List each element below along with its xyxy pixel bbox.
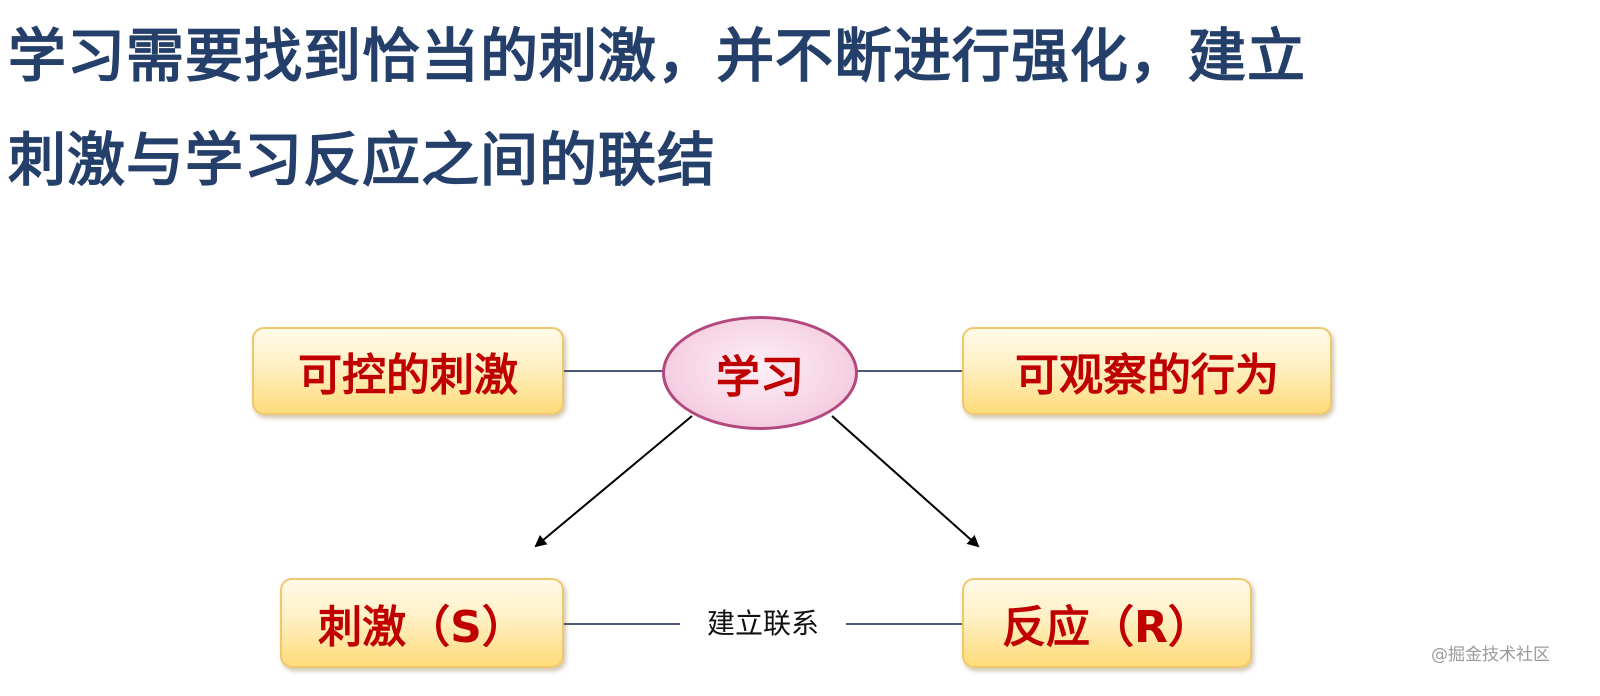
heading-line-2: 刺激与学习反应之间的联结 bbox=[8, 126, 717, 194]
observable-behavior-label: 可观察的行为 bbox=[1015, 350, 1279, 401]
controllable-stimulus-label: 可控的刺激 bbox=[298, 350, 518, 401]
controllable-stimulus-box: 可控的刺激 bbox=[252, 327, 564, 415]
learning-label: 学习 bbox=[716, 352, 804, 403]
arrow-to-stimulus bbox=[534, 415, 693, 548]
arrow-to-response bbox=[831, 415, 980, 548]
watermark: @掘金技术社区 bbox=[1431, 645, 1550, 665]
stimulus-s-label: 刺激（S） bbox=[318, 602, 526, 653]
observable-behavior-box: 可观察的行为 bbox=[962, 327, 1332, 415]
establish-link-label: 建立联系 bbox=[680, 606, 846, 642]
response-r-box: 反应（R） bbox=[962, 578, 1252, 668]
learning-ellipse: 学习 bbox=[662, 316, 858, 430]
stimulus-s-box: 刺激（S） bbox=[280, 578, 564, 668]
slide-heading: 学习需要找到恰当的刺激，并不断进行强化，建立 刺激与学习反应之间的联结 bbox=[8, 4, 1598, 212]
response-r-label: 反应（R） bbox=[1002, 602, 1212, 653]
heading-line-1: 学习需要找到恰当的刺激，并不断进行强化，建立 bbox=[8, 22, 1307, 90]
